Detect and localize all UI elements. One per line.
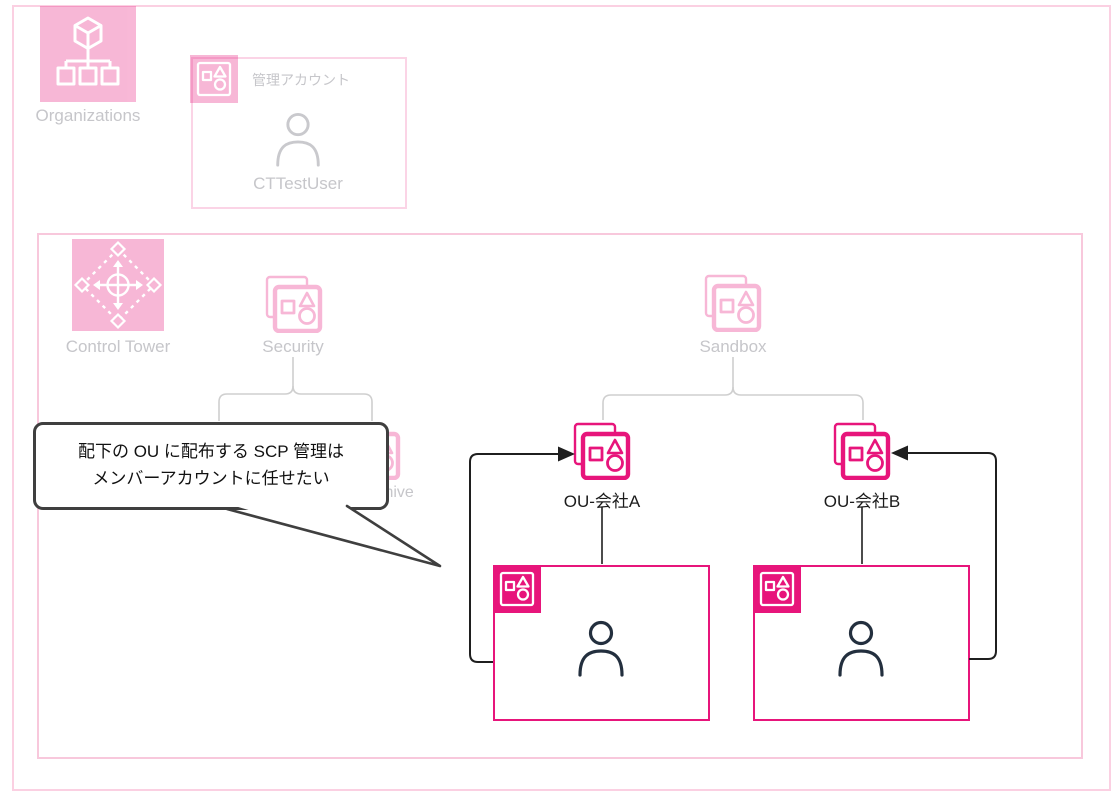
organizations-icon <box>40 6 136 102</box>
security-ou-icon <box>265 275 323 333</box>
security-bracket <box>218 357 373 421</box>
sandbox-ou-icon <box>704 274 762 332</box>
user-icon <box>577 619 625 679</box>
company-b-account-icon <box>753 565 801 613</box>
callout-line-2: メンバーアカウントに任せたい <box>92 469 330 488</box>
management-account-user: CTTestUser <box>253 174 343 193</box>
security-ou-label: Security <box>262 337 324 356</box>
company-a-account-icon <box>493 565 541 613</box>
account-b-to-ou-arrow <box>891 445 997 660</box>
account-a-to-ou-arrow <box>469 446 575 663</box>
ou-company-b-icon <box>833 422 891 480</box>
ou-company-b-label: OU-会社B <box>823 492 901 511</box>
ou-company-a-icon <box>573 422 631 480</box>
callout-tail <box>225 504 442 568</box>
sandbox-ou-label: Sandbox <box>699 337 767 356</box>
management-account-title: 管理アカウント <box>252 72 350 88</box>
control-tower-label: Control Tower <box>65 337 171 356</box>
organizations-label: Organizations <box>35 106 141 125</box>
management-account-box <box>191 57 407 209</box>
account-icon <box>190 55 238 103</box>
outer-frame <box>12 5 1111 791</box>
callout-bubble: 配下の OU に配布する SCP 管理は メンバーアカウントに任せたい <box>33 422 389 510</box>
callout-line-1: 配下の OU に配布する SCP 管理は <box>77 442 345 461</box>
control-tower-icon <box>72 239 164 331</box>
user-icon <box>837 619 885 679</box>
user-icon <box>272 112 324 168</box>
sandbox-bracket <box>602 357 864 420</box>
ou-company-a-label: OU-会社A <box>563 492 641 511</box>
